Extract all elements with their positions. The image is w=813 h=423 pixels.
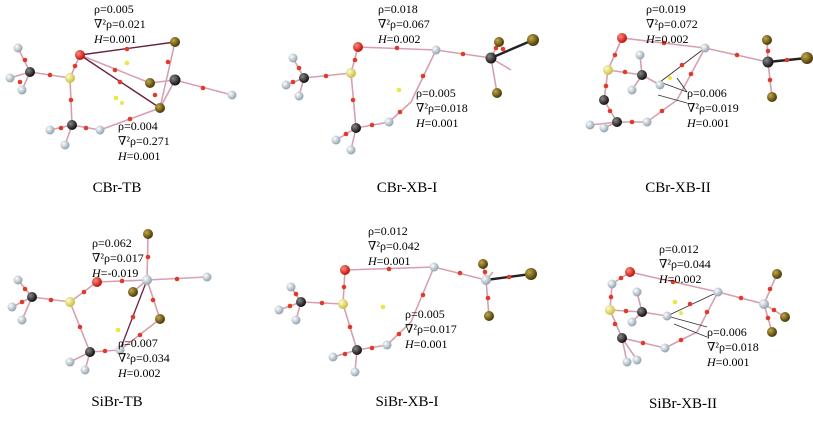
caption-sibr-xb-i: SiBr-XB-I [375, 394, 439, 410]
annotation-upper: ρ=0.062 ∇²ρ=0.017 H=-0.019 [92, 236, 144, 281]
energy-density-value: H=0.001 [687, 116, 730, 130]
energy-density-value: H=0.001 [368, 254, 411, 268]
annotation-lower: ρ=0.005 ∇²ρ=0.018 H=0.001 [416, 86, 468, 131]
annotation-lower: ρ=0.006 ∇²ρ=0.019 H=0.001 [687, 86, 739, 131]
molecule-cbr-xb-i [281, 34, 539, 155]
laplacian-value: ∇²ρ=0.017 [92, 251, 144, 265]
laplacian-value: ∇²ρ=0.067 [378, 17, 430, 31]
panel-cbr-tb: ρ=0.005 ∇²ρ=0.021 H=0.001 ρ=0.004 ∇²ρ=0.… [0, 0, 271, 211]
energy-density-value: H=0.002 [378, 32, 421, 46]
panel-sibr-xb-ii: ρ=0.012 ∇²ρ=0.044 H=0.002 ρ=0.006 ∇²ρ=0.… [542, 212, 813, 423]
laplacian-value: ∇²ρ=0.042 [368, 239, 420, 253]
molecule-sibr-xb-i [274, 259, 537, 377]
molecule-cbr-tb [5, 37, 237, 150]
rho-value: ρ=0.005 [94, 2, 134, 16]
energy-density-value: H=0.001 [416, 116, 459, 130]
rho-value: ρ=0.005 [405, 307, 445, 321]
laplacian-value: ∇²ρ=0.018 [707, 340, 759, 354]
molecule-cbr-xb-ii [585, 33, 813, 133]
caption-cbr-xb-ii: CBr-XB-II [645, 180, 711, 196]
laplacian-value: ∇²ρ=0.271 [118, 134, 170, 148]
caption-cbr-tb: CBr-TB [92, 180, 142, 196]
laplacian-value: ∇²ρ=0.017 [405, 322, 457, 336]
annotation-upper: ρ=0.012 ∇²ρ=0.044 H=0.002 [659, 242, 711, 287]
energy-density-value: H=0.001 [94, 32, 137, 46]
panel-sibr-tb: ρ=0.062 ∇²ρ=0.017 H=-0.019 ρ=0.007 ∇²ρ=0… [0, 212, 271, 423]
rho-value: ρ=0.006 [687, 86, 727, 100]
rho-value: ρ=0.006 [707, 325, 747, 339]
laplacian-value: ∇²ρ=0.072 [646, 17, 698, 31]
caption-sibr-tb: SiBr-TB [91, 394, 143, 410]
rho-value: ρ=0.005 [416, 86, 456, 100]
energy-density-value: H=0.001 [707, 355, 750, 369]
caption-sibr-xb-ii: SiBr-XB-II [648, 396, 718, 412]
annotation-lower: ρ=0.004 ∇²ρ=0.271 H=0.001 [118, 119, 170, 164]
molecule-sibr-xb-ii [605, 267, 790, 367]
rho-value: ρ=0.062 [92, 236, 132, 250]
ring-critical-points [113, 60, 130, 105]
annotation-upper: ρ=0.019 ∇²ρ=0.072 H=0.002 [646, 2, 698, 47]
molecule-sibr-tb [7, 229, 212, 375]
rho-value: ρ=0.012 [368, 224, 408, 238]
panel-cbr-xb-ii: ρ=0.019 ∇²ρ=0.072 H=0.002 ρ=0.006 ∇²ρ=0.… [542, 0, 813, 211]
bond-critical-points [17, 46, 206, 131]
laplacian-value: ∇²ρ=0.018 [416, 101, 468, 115]
panel-sibr-xb-i: ρ=0.012 ∇²ρ=0.042 H=0.001 ρ=0.005 ∇²ρ=0.… [271, 212, 542, 423]
annotation-lower: ρ=0.006 ∇²ρ=0.018 H=0.001 [707, 325, 759, 370]
rho-value: ρ=0.007 [118, 336, 158, 350]
rho-value: ρ=0.018 [378, 2, 418, 16]
energy-density-value: H=0.002 [118, 366, 161, 380]
rho-value: ρ=0.004 [118, 119, 158, 133]
annotation-upper: ρ=0.018 ∇²ρ=0.067 H=0.002 [378, 2, 430, 47]
energy-density-value: H=0.002 [646, 32, 689, 46]
energy-density-value: H=0.002 [659, 272, 702, 286]
annotation-upper: ρ=0.005 ∇²ρ=0.021 H=0.001 [94, 2, 146, 47]
annotation-upper: ρ=0.012 ∇²ρ=0.042 H=0.001 [368, 224, 420, 269]
rho-value: ρ=0.012 [659, 242, 699, 256]
energy-density-value: H=-0.019 [92, 266, 139, 280]
annotation-lower: ρ=0.005 ∇²ρ=0.017 H=0.001 [405, 307, 457, 352]
energy-density-value: H=0.001 [405, 337, 448, 351]
laplacian-value: ∇²ρ=0.044 [659, 257, 711, 271]
laplacian-value: ∇²ρ=0.034 [118, 351, 170, 365]
laplacian-value: ∇²ρ=0.021 [94, 17, 146, 31]
panel-cbr-xb-i: ρ=0.018 ∇²ρ=0.067 H=0.002 ρ=0.005 ∇²ρ=0.… [271, 0, 542, 211]
laplacian-value: ∇²ρ=0.019 [687, 101, 739, 115]
annotation-lower: ρ=0.007 ∇²ρ=0.034 H=0.002 [118, 336, 170, 381]
energy-density-value: H=0.001 [118, 149, 161, 163]
rho-value: ρ=0.019 [646, 2, 686, 16]
caption-cbr-xb-i: CBr-XB-I [376, 180, 438, 196]
atoms [5, 37, 237, 150]
